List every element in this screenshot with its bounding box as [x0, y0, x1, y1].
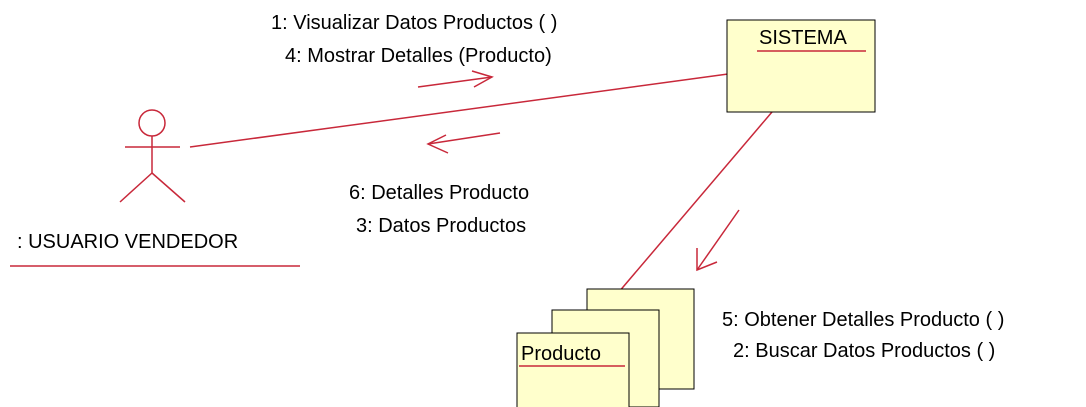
- arrow-to-producto: [696, 209, 740, 272]
- message-label: 6: Detalles Producto: [349, 182, 529, 204]
- arrow-to-sistema: [417, 70, 494, 88]
- arrow-to-actor: [426, 132, 501, 154]
- object-producto-multi[interactable]: Producto: [516, 288, 695, 407]
- object-producto-front: [516, 332, 630, 407]
- message-label: 4: Mostrar Detalles (Producto): [285, 45, 552, 67]
- object-sistema-name: SISTEMA: [759, 27, 847, 49]
- object-sistema[interactable]: SISTEMA: [726, 19, 876, 113]
- message-label: 3: Datos Productos: [356, 215, 526, 237]
- message-label: 2: Buscar Datos Productos ( ): [733, 340, 995, 362]
- actor-leg-left: [119, 172, 153, 203]
- message-labels-to-actor: 6: Detalles Producto 3: Datos Productos: [349, 182, 529, 237]
- message-labels-to-producto: 5: Obtener Detalles Producto ( ) 2: Busc…: [722, 309, 1004, 362]
- message-label: 5: Obtener Detalles Producto ( ): [722, 309, 1004, 331]
- object-producto-name: Producto: [521, 343, 601, 365]
- actor-usuario-vendedor[interactable]: [119, 109, 186, 203]
- object-sistema-box: [726, 19, 876, 113]
- message-label: 1: Visualizar Datos Productos ( ): [271, 12, 557, 34]
- link-actor-sistema: [189, 73, 729, 148]
- message-labels-to-sistema: 1: Visualizar Datos Productos ( ) 4: Mos…: [271, 12, 557, 67]
- actor-leg-right: [151, 172, 186, 203]
- actor-head: [138, 109, 166, 137]
- actor-name: : USUARIO VENDEDOR: [17, 231, 238, 253]
